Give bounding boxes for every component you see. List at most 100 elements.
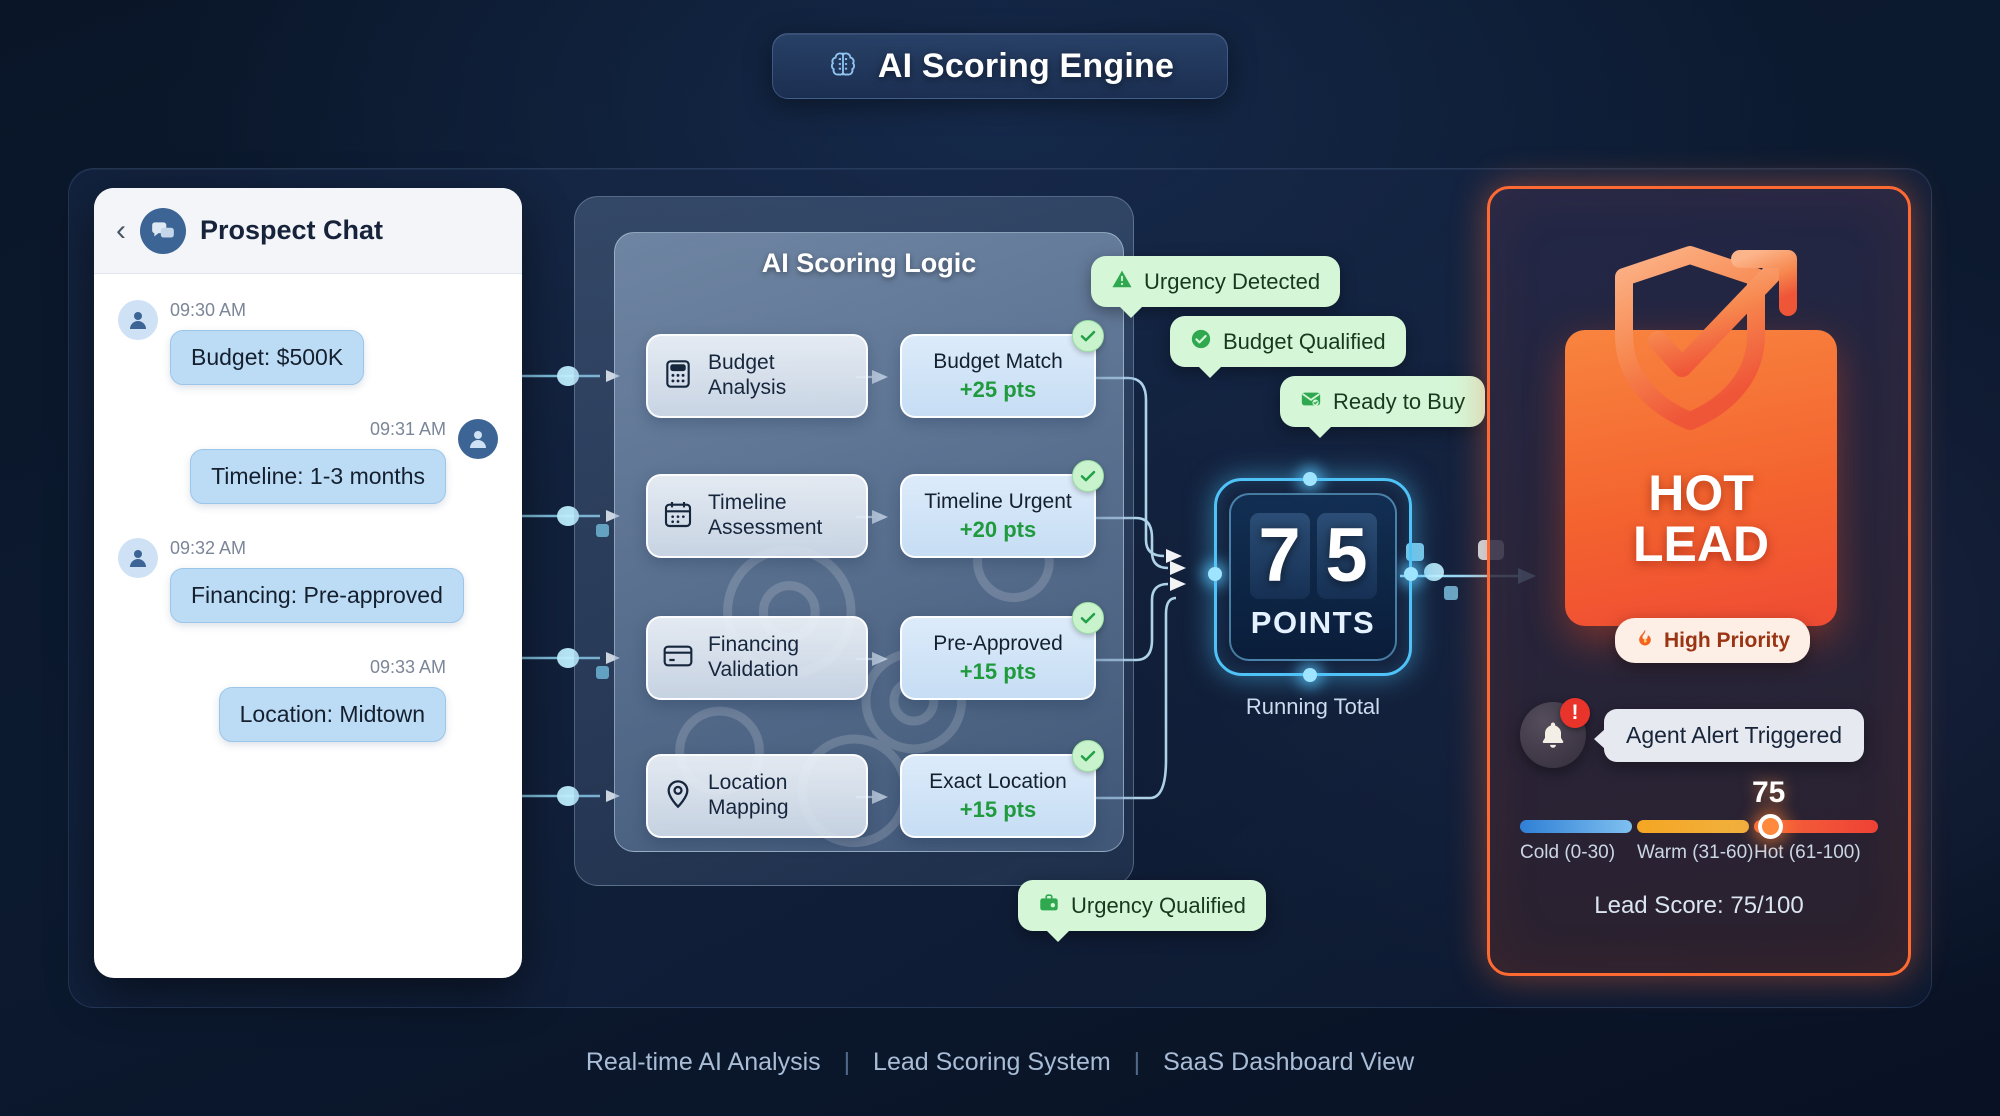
- check-icon: [1072, 602, 1104, 634]
- meter-segment-hot: [1754, 820, 1878, 833]
- agent-alert-bubble: Agent Alert Triggered: [1593, 709, 1865, 762]
- hot-lead-title-line1: HOT: [1648, 465, 1754, 521]
- meter-value: 75: [1752, 776, 1786, 809]
- message-bubble[interactable]: Timeline: 1-3 months: [190, 449, 446, 504]
- meter-segment-cold: [1520, 820, 1632, 833]
- score-digit-tens: 7: [1249, 513, 1310, 599]
- score-label: Exact Location: [929, 769, 1067, 793]
- check-icon: [1072, 740, 1104, 772]
- glow-dot: [1303, 472, 1317, 486]
- shield-check-arrow-icon: [1600, 243, 1810, 443]
- footer-item-2: Lead Scoring System: [873, 1048, 1111, 1076]
- message-time: 09:31 AM: [369, 419, 446, 439]
- glow-dot: [1404, 567, 1418, 581]
- chat-bubbles-icon: [140, 207, 186, 254]
- running-total-widget: 7 5 POINTS Running Total: [1188, 472, 1438, 720]
- location-pin-icon: [662, 778, 694, 815]
- chevron-left-icon[interactable]: ‹: [116, 213, 126, 247]
- total-inner: 7 5 POINTS: [1229, 493, 1397, 661]
- toast-label: Budget Qualified: [1223, 328, 1386, 354]
- calendar-icon: [662, 498, 694, 535]
- lead-score-text: Lead Score: 75/100: [1594, 892, 1804, 919]
- calculator-icon: [662, 358, 694, 395]
- toast-label: Urgency Qualified: [1071, 892, 1246, 918]
- meter-labels: Cold (0-30) Warm (31-60) Hot (61-100): [1520, 842, 1878, 864]
- check-icon: [1072, 460, 1104, 492]
- check-icon: [1072, 320, 1104, 352]
- scoring-logic-title: AI Scoring Logic: [761, 248, 977, 278]
- meter-bar[interactable]: [1520, 820, 1878, 833]
- avatar: [118, 300, 158, 340]
- footer-separator: |: [843, 1048, 851, 1076]
- brain-icon: [826, 47, 860, 86]
- prospect-chat-panel: ‹ Prospect Chat 09:30 AM Budget: $500K: [94, 188, 522, 978]
- score-points: +15 pts: [959, 796, 1037, 822]
- toast-label: Urgency Detected: [1144, 268, 1321, 294]
- chat-header: ‹ Prospect Chat: [94, 188, 522, 274]
- points-unit-label: POINTS: [1250, 605, 1376, 640]
- toast-budget-qualified[interactable]: Budget Qualified: [1170, 316, 1406, 378]
- hot-lead-title-line2: LEAD: [1632, 516, 1770, 572]
- score-points: +15 pts: [959, 658, 1037, 684]
- score-digit-ones: 5: [1316, 513, 1377, 599]
- toast-label: Ready to Buy: [1333, 388, 1466, 414]
- chat-message: 09:30 AM Budget: $500K: [118, 300, 498, 385]
- score-card-exact-location[interactable]: Exact Location +15 pts: [900, 754, 1096, 838]
- footer-item-1: Real-time AI Analysis: [585, 1048, 821, 1076]
- glow-dot: [1303, 668, 1317, 682]
- chat-message-list: 09:30 AM Budget: $500K 09:31 AM Timeline…: [94, 274, 522, 742]
- hot-lead-card: HOT LEAD: [1565, 330, 1837, 626]
- footer-item-3: SaaS Dashboard View: [1163, 1048, 1415, 1076]
- chat-message: 09:31 AM Timeline: 1-3 months: [118, 419, 498, 504]
- avatar: [118, 538, 158, 578]
- glow-dot: [1208, 567, 1222, 581]
- score-card-timeline-urgent[interactable]: Timeline Urgent +20 pts: [900, 474, 1096, 558]
- score-label: Budget Match: [933, 349, 1063, 373]
- score-card-pre-approved[interactable]: Pre-Approved +15 pts: [900, 616, 1096, 700]
- toast-ready-to-buy[interactable]: Ready to Buy: [1280, 376, 1486, 438]
- page-title: AI Scoring Engine: [877, 46, 1175, 85]
- running-total-caption: Running Total: [1245, 694, 1381, 719]
- total-ring: 7 5 POINTS: [1208, 472, 1418, 682]
- score-flip-counter: 7 5: [1249, 513, 1377, 599]
- message-bubble[interactable]: Location: Midtown: [218, 687, 446, 742]
- agent-alert-bell[interactable]: !: [1520, 698, 1590, 768]
- meter-segment-warm: [1637, 820, 1749, 833]
- check-circle-icon: [1190, 328, 1212, 355]
- meter-label-hot: Hot (61-100): [1754, 842, 1861, 863]
- message-time: 09:33 AM: [369, 657, 446, 677]
- high-priority-label: High Priority: [1664, 628, 1791, 652]
- mail-check-icon: [1300, 388, 1322, 415]
- message-bubble[interactable]: Financing: Pre-approved: [170, 568, 464, 623]
- alert-count-badge: !: [1560, 698, 1590, 728]
- toast-urgency-detected[interactable]: Urgency Detected: [1091, 256, 1341, 318]
- message-time: 09:30 AM: [170, 300, 247, 320]
- chat-message: 09:33 AM Location: Midtown: [118, 657, 498, 742]
- score-points: +25 pts: [959, 376, 1037, 402]
- chat-title: Prospect Chat: [200, 215, 384, 245]
- meter-label-cold: Cold (0-30): [1520, 842, 1616, 863]
- footer-separator: |: [1133, 1048, 1141, 1076]
- score-points: +20 pts: [959, 516, 1037, 542]
- message-time: 09:32 AM: [170, 538, 247, 558]
- score-card-budget-match[interactable]: Budget Match +25 pts: [900, 334, 1096, 418]
- score-label: Pre-Approved: [933, 631, 1063, 655]
- message-bubble[interactable]: Budget: $500K: [170, 330, 365, 385]
- chat-message: 09:32 AM Financing: Pre-approved: [118, 538, 498, 623]
- agent-alert-label: Agent Alert Triggered: [1626, 722, 1843, 748]
- toast-urgency-qualified[interactable]: Urgency Qualified: [1018, 880, 1266, 942]
- meter-knob[interactable]: [1758, 814, 1783, 839]
- fire-icon: [1635, 627, 1655, 654]
- high-priority-badge: High Priority: [1615, 618, 1811, 663]
- warning-triangle-icon: [1111, 268, 1133, 295]
- score-label: Timeline Urgent: [924, 489, 1072, 513]
- app-title-pill: AI Scoring Engine: [772, 33, 1228, 99]
